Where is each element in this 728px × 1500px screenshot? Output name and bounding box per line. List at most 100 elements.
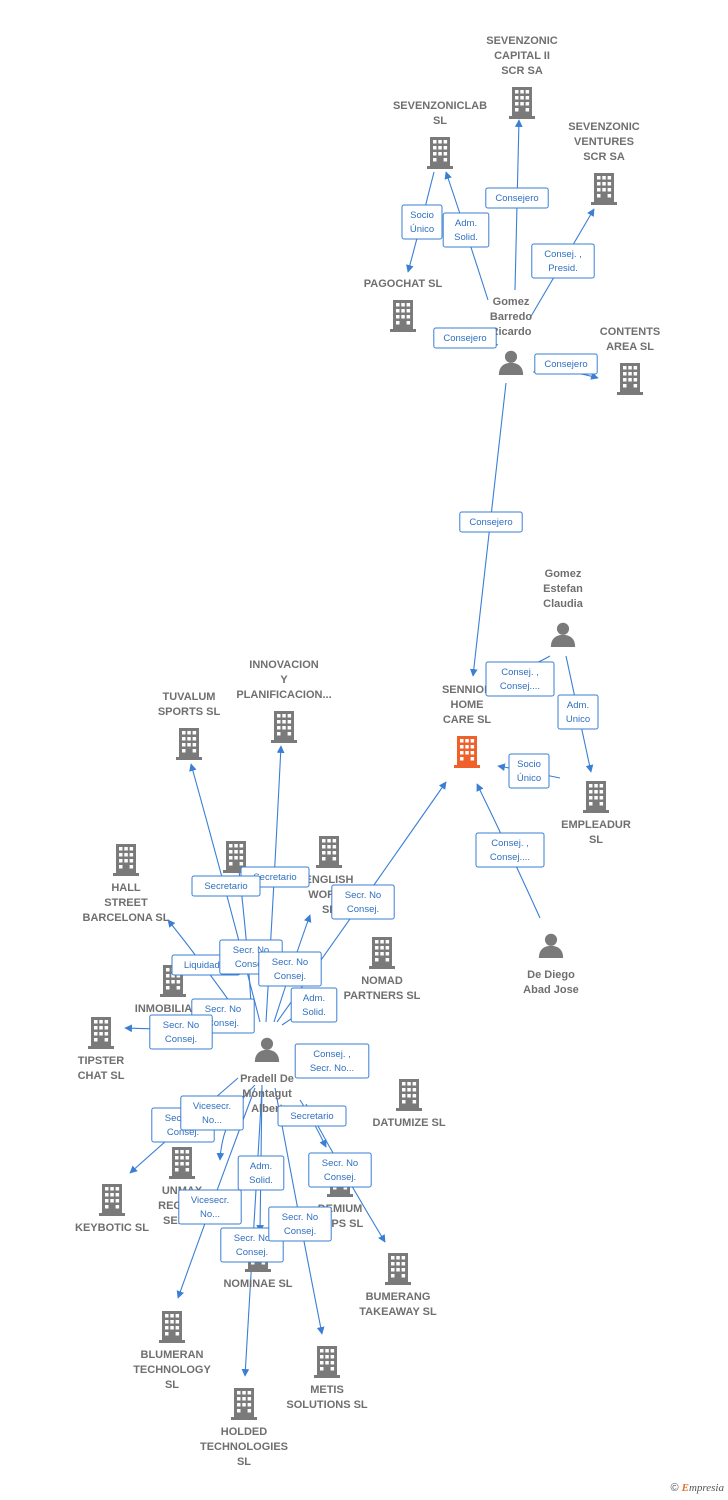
building-icon [583, 781, 609, 813]
node-nominae[interactable]: NOMINAE SL [223, 1240, 293, 1290]
node-label: Gomez [545, 568, 582, 580]
edge-label-text: Vicesecr. [193, 1101, 231, 1112]
edge-label-text: Secretario [290, 1111, 333, 1122]
edge-label-pradell-to-datumize[interactable]: Consej. ,Secr. No... [294, 1043, 370, 1079]
node-label: SL [237, 1456, 251, 1468]
edge-label-text: Secr. No [234, 1233, 270, 1244]
building-icon [369, 937, 395, 969]
building-icon [617, 363, 643, 395]
edge-label-text: Vicesecr. [191, 1195, 229, 1206]
building-icon [176, 728, 202, 760]
edge-label-gomez_estefan-to-empleadur[interactable]: Adm.Unico [557, 694, 599, 730]
building-icon [396, 1079, 422, 1111]
edge-label-text: Consejero [495, 193, 538, 204]
copyright-symbol: © [670, 1482, 679, 1494]
edge-label-de_diego-to-sennior[interactable]: Consej. , Consej.... [475, 832, 545, 868]
edge-label-pradell-to-tuvalum[interactable]: Secretario [191, 875, 261, 897]
building-icon [271, 711, 297, 743]
edge-label-gomez_estefan-to-sennior[interactable]: Consej. ,Consej.... [485, 661, 555, 697]
edge-label-text: Consej.... [490, 852, 530, 863]
edge-label-text: Consej. , [313, 1049, 351, 1060]
edge-label-text: Liquidador [184, 960, 228, 971]
node-label: SENNIOR [442, 684, 492, 696]
node-label: CAPITAL II [494, 50, 550, 62]
node-label: NOMAD [361, 975, 403, 987]
edge-label-gomez_barredo-to-sevenzonic_ventures[interactable]: Consej. ,Presid. [531, 243, 595, 279]
node-label: CONTENTS [600, 326, 661, 338]
building-icon [159, 1311, 185, 1343]
edge-label-pradell-to-nomad[interactable]: Adm. Solid. [290, 987, 338, 1023]
building-icon [316, 836, 342, 868]
edge-label-gomez_barredo-to-sennior[interactable]: Consejero [459, 511, 523, 533]
edge-label-text: Solid. [249, 1175, 273, 1186]
edge-label-text: Consej. [284, 1226, 316, 1237]
node-label: TECHNOLOGY [133, 1364, 211, 1376]
node-metis[interactable]: METIS SOLUTIONS SL [286, 1346, 368, 1411]
node-label: Ricardo [491, 326, 532, 338]
building-icon [509, 87, 535, 119]
edge-label-pradell-to-premium_startups[interactable]: Secretario [277, 1105, 347, 1127]
node-label: TECHNOLOGIES [200, 1441, 288, 1453]
edge-label-pradell-to-english_world[interactable]: Secr. No Consej. [258, 951, 322, 987]
node-label: SL [165, 1379, 179, 1391]
person-icon [550, 622, 576, 647]
edge-label-text: Unico [566, 714, 590, 725]
edge-label-gomez_barredo-to-sevenzonic_capital[interactable]: Consejero [485, 187, 549, 209]
node-keybotic[interactable]: KEYBOTIC SL [75, 1184, 149, 1234]
edge-label-text: Consej. [274, 971, 306, 982]
node-datumize[interactable]: DATUMIZE SL [372, 1079, 446, 1129]
edge-label-text: Adm. [303, 993, 325, 1004]
edge-label-pradell-to-nominae[interactable]: Adm.Solid. [237, 1155, 285, 1191]
node-label: DATUMIZE SL [372, 1117, 445, 1129]
edge-label-gomez_barredo-to-contents_area[interactable]: Consejero [534, 353, 598, 375]
node-innovacion[interactable]: INNOVACIONYPLANIFICACION... [236, 659, 332, 743]
edge-label-gomez_barredo-to-sevenzonicclab[interactable]: Adm.Solid. [442, 212, 490, 248]
node-contents_area[interactable]: CONTENTS AREA SL [600, 326, 661, 395]
node-label: BUMERANG [366, 1291, 431, 1303]
node-label: Claudia [543, 598, 584, 610]
node-label: METIS [310, 1384, 344, 1396]
person-icon [538, 933, 564, 958]
edge-label-pradell-to-unmax[interactable]: Vicesecr.No... [180, 1095, 244, 1131]
edge-label-text: Consej. , [544, 249, 582, 260]
edge-label-text: Secr. No [205, 1004, 241, 1015]
edge-label-gomez_barredo-to-pagochat[interactable]: Consejero [433, 327, 497, 349]
edge-label-text: Solid. [302, 1007, 326, 1018]
node-label: TIPSTER [78, 1055, 125, 1067]
building-icon [454, 736, 480, 768]
node-label: KEYBOTIC SL [75, 1222, 149, 1234]
edge-label-text: Consej. , [491, 838, 529, 849]
edge-label-pradell-to-blumeran[interactable]: Vicesecr.No... [178, 1189, 242, 1225]
edge-label-text: Secr. No [272, 957, 308, 968]
node-label: SOLUTIONS SL [286, 1399, 368, 1411]
node-label: VENTURES [574, 136, 634, 148]
node-label: AREA SL [606, 341, 654, 353]
edge-label-text: Socio [517, 759, 541, 770]
node-pagochat[interactable]: PAGOCHAT SL [364, 278, 443, 332]
